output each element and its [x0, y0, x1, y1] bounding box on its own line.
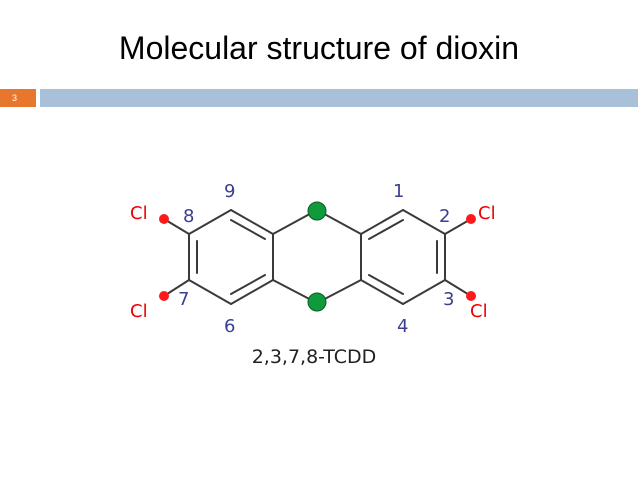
slide-title: Molecular structure of dioxin	[118, 30, 520, 66]
bond-right-4a-1	[360, 209, 404, 235]
bond-right-4-10a	[360, 279, 404, 305]
chlorine-label-2: Cl	[478, 203, 496, 224]
oxygen-atom-bottom	[307, 292, 327, 312]
chlorine-dot-7	[159, 291, 169, 301]
position-number-7: 7	[178, 289, 189, 310]
bond-left-5a-6	[230, 279, 274, 305]
chlorine-dot-8	[159, 214, 169, 224]
double-bond-left-top	[230, 219, 266, 240]
diagram-caption: 2,3,7,8-TCDD	[252, 346, 377, 368]
bond-left-8-9	[188, 209, 232, 235]
chlorine-label-3: Cl	[470, 301, 488, 322]
position-number-8: 8	[183, 206, 194, 227]
chlorine-dot-3	[466, 291, 476, 301]
chlorine-label-7: Cl	[130, 301, 148, 322]
slide-number: 3	[0, 89, 36, 107]
position-number-4: 4	[397, 316, 408, 337]
position-number-3: 3	[443, 289, 454, 310]
bond-left-9-9a	[230, 209, 274, 235]
double-bond-left-bottom	[230, 274, 266, 295]
bond-cl-2	[444, 218, 472, 235]
bond-cl-3	[444, 279, 472, 297]
bond-left-6-7	[188, 279, 232, 305]
position-number-2: 2	[439, 206, 450, 227]
chlorine-label-8: Cl	[130, 203, 148, 224]
chlorine-dot-2	[466, 214, 476, 224]
position-number-1: 1	[393, 181, 404, 202]
position-number-9: 9	[224, 181, 235, 202]
double-bond-right-bottom	[368, 274, 404, 295]
double-bond-right-top	[368, 219, 404, 240]
bond-right-1-2	[402, 209, 446, 235]
bond-right-3-4	[402, 279, 446, 305]
position-number-6: 6	[224, 316, 235, 337]
oxygen-atom-top	[307, 201, 327, 221]
bond-lines	[163, 209, 472, 305]
header-bar	[40, 89, 638, 107]
